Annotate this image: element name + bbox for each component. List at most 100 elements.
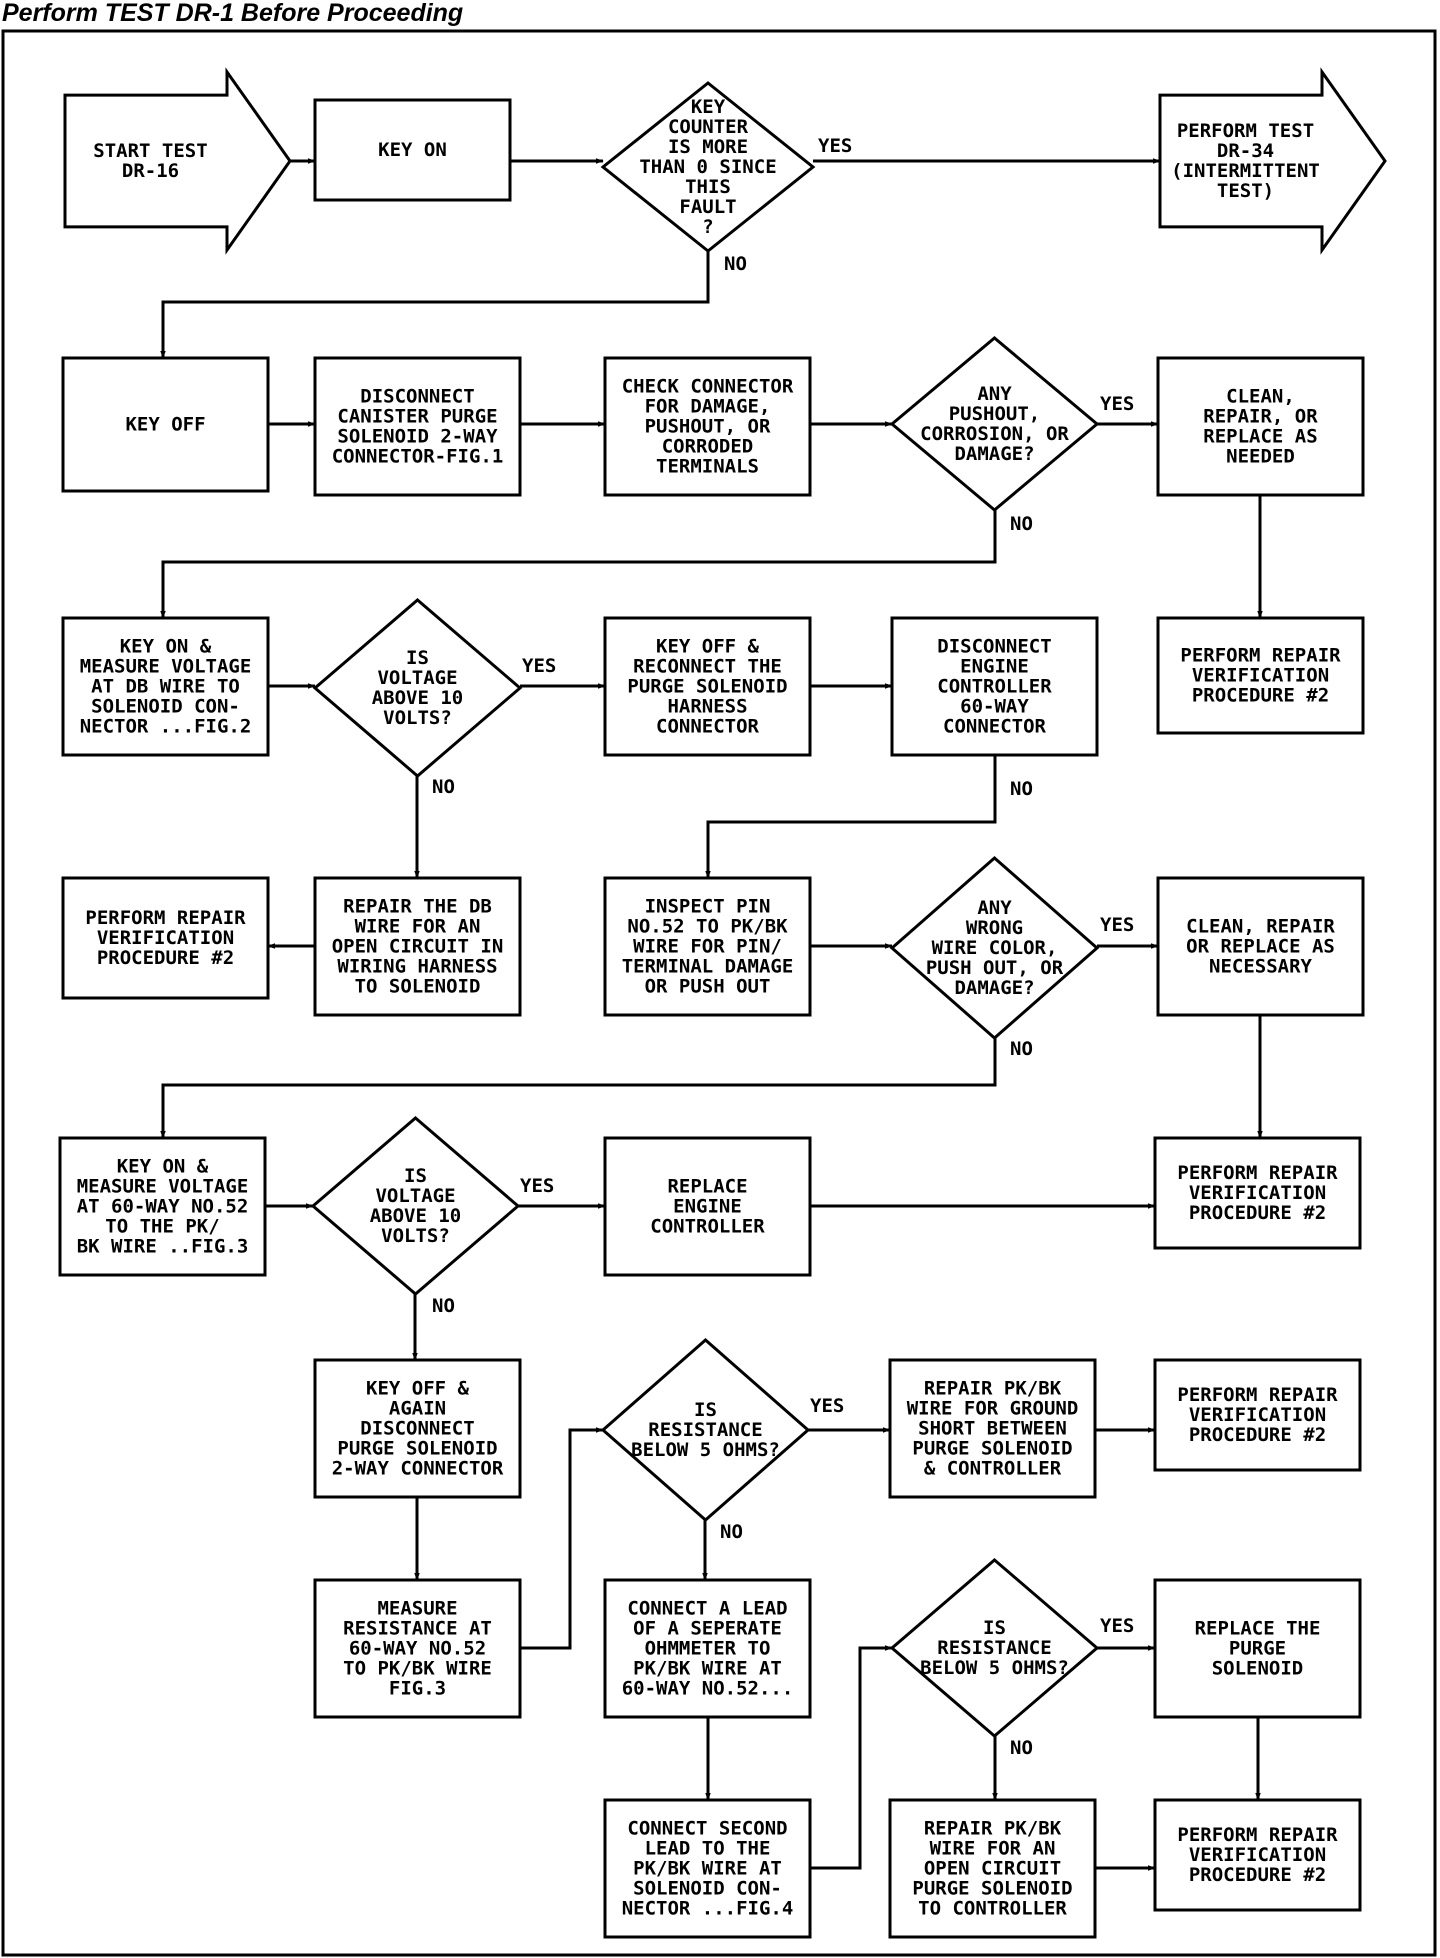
- node-text-check_connector: PUSHOUT, OR: [645, 416, 771, 438]
- node-text-start: DR-16: [122, 160, 179, 182]
- connector-arrow: [160, 1038, 997, 1139]
- decision-diamond-d_resist_1: [600, 1338, 811, 1522]
- branch-label-yes: YES: [818, 135, 852, 157]
- node-text-start: START TEST: [93, 140, 207, 162]
- branch-label-no: NO: [432, 1295, 455, 1317]
- node-text-d_key_counter: IS MORE: [668, 136, 748, 158]
- node-text-check_connector: CHECK CONNECTOR: [622, 376, 794, 398]
- node-text-connect_second: LEAD TO THE: [645, 1838, 771, 1860]
- node-text-measure_60way: BK WIRE ..FIG.3: [77, 1236, 249, 1258]
- node-text-disconnect_ecm: DISCONNECT: [937, 636, 1051, 658]
- node-text-replace_solenoid: SOLENOID: [1212, 1658, 1304, 1680]
- node-text-key_off_again: PURGE SOLENOID: [337, 1438, 497, 1460]
- connector-arrow: [705, 755, 997, 879]
- node-text-d_pushout: PUSHOUT,: [949, 403, 1041, 425]
- node-text-measure_resist: 60-WAY NO.52: [349, 1638, 486, 1660]
- node-text-perform_dr34: TEST): [1217, 180, 1274, 202]
- node-text-repair_open: REPAIR PK/BK: [924, 1818, 1062, 1840]
- node-text-repair_db: WIRE FOR AN: [355, 916, 481, 938]
- process-box-disconnect_ecm: [890, 616, 1099, 757]
- process-box-key_off_again: [313, 1358, 522, 1499]
- branch-label-yes: YES: [520, 1175, 554, 1197]
- node-text-clean_2: CLEAN, REPAIR: [1186, 916, 1335, 938]
- branch-label-yes: YES: [1100, 914, 1134, 936]
- node-text-connect_second: PK/BK WIRE AT: [633, 1858, 782, 1880]
- node-text-verify_2: PERFORM REPAIR: [85, 907, 246, 929]
- node-text-d_resist_2: BELOW 5 OHMS?: [920, 1657, 1069, 1679]
- node-text-d_pushout: DAMAGE?: [954, 443, 1034, 465]
- node-text-measure_db: AT DB WIRE TO: [91, 676, 240, 698]
- process-box-measure_db: [61, 616, 270, 757]
- node-text-replace_solenoid: REPLACE THE: [1195, 1618, 1321, 1640]
- node-text-measure_db: MEASURE VOLTAGE: [80, 656, 252, 678]
- connector-arrow: [160, 510, 997, 619]
- node-text-reconnect: KEY OFF &: [656, 636, 760, 658]
- node-text-disconnect_solenoid: CONNECTOR-FIG.1: [332, 446, 504, 468]
- node-text-verify_4: VERIFICATION: [1189, 1404, 1326, 1426]
- node-text-replace_ecm: CONTROLLER: [650, 1216, 765, 1238]
- node-text-measure_db: NECTOR ...FIG.2: [80, 716, 252, 738]
- node-text-d_wrong_wire: PUSH OUT, OR: [926, 957, 1064, 979]
- node-text-disconnect_ecm: 60-WAY: [960, 696, 1029, 718]
- node-text-d_pushout: CORROSION, OR: [920, 423, 1069, 445]
- node-text-inspect_pin: TERMINAL DAMAGE: [622, 956, 794, 978]
- node-text-replace_ecm: ENGINE: [673, 1196, 742, 1218]
- process-box-verify_1: [1156, 616, 1365, 735]
- node-text-repair_open: OPEN CIRCUIT: [924, 1858, 1061, 1880]
- node-text-key_off_again: 2-WAY CONNECTOR: [332, 1458, 504, 1480]
- node-text-d_key_counter: COUNTER: [668, 116, 749, 138]
- process-box-disconnect_solenoid: [313, 356, 522, 497]
- node-text-repair_open: WIRE FOR AN: [930, 1838, 1056, 1860]
- node-text-verify_5: VERIFICATION: [1189, 1844, 1326, 1866]
- process-box-clean_2: [1156, 876, 1365, 1017]
- node-text-d_resist_1: BELOW 5 OHMS?: [631, 1439, 780, 1461]
- node-text-verify_4: PROCEDURE #2: [1189, 1424, 1326, 1446]
- node-text-d_key_counter: ?: [702, 216, 713, 238]
- node-text-connect_lead: PK/BK WIRE AT: [633, 1658, 782, 1680]
- node-text-replace_solenoid: PURGE: [1229, 1638, 1286, 1660]
- node-text-verify_2: VERIFICATION: [97, 927, 234, 949]
- branch-label-yes: YES: [1100, 1615, 1134, 1637]
- node-text-reconnect: CONNECTOR: [656, 716, 760, 738]
- node-text-d_wrong_wire: DAMAGE?: [954, 977, 1034, 999]
- node-text-d_resist_1: RESISTANCE: [648, 1419, 762, 1441]
- node-text-repair_ground: REPAIR PK/BK: [924, 1378, 1062, 1400]
- branch-label-no: NO: [1010, 778, 1033, 800]
- decision-diamond-d_resist_2: [889, 1558, 1100, 1738]
- connector-layer: [160, 158, 1263, 1871]
- connector-arrow: [160, 251, 710, 359]
- node-text-inspect_pin: OR PUSH OUT: [645, 976, 771, 998]
- process-box-repair_open: [888, 1798, 1097, 1939]
- node-text-inspect_pin: INSPECT PIN: [645, 896, 771, 918]
- node-text-key_off_1: KEY OFF: [125, 414, 205, 436]
- node-text-d_wrong_wire: WIRE COLOR,: [932, 937, 1058, 959]
- node-text-perform_dr34: (INTERMITTENT: [1171, 160, 1320, 182]
- node-text-d_voltage_2: VOLTS?: [381, 1225, 450, 1247]
- node-text-d_resist_2: RESISTANCE: [937, 1637, 1051, 1659]
- node-text-verify_1: PROCEDURE #2: [1192, 685, 1329, 707]
- node-text-disconnect_ecm: CONTROLLER: [937, 676, 1052, 698]
- node-text-repair_db: TO SOLENOID: [355, 976, 481, 998]
- node-text-clean_2: OR REPLACE AS: [1186, 936, 1335, 958]
- node-text-disconnect_solenoid: SOLENOID 2-WAY: [337, 426, 498, 448]
- node-text-repair_ground: PURGE SOLENOID: [912, 1438, 1072, 1460]
- node-text-d_key_counter: THAN 0 SINCE: [639, 156, 776, 178]
- process-box-verify_5: [1153, 1798, 1362, 1912]
- node-text-verify_5: PERFORM REPAIR: [1177, 1824, 1338, 1846]
- process-box-connect_lead: [603, 1578, 812, 1719]
- node-text-d_voltage_2: VOLTAGE: [375, 1185, 455, 1207]
- node-text-measure_resist: TO PK/BK WIRE: [343, 1658, 492, 1680]
- node-text-check_connector: TERMINALS: [656, 456, 759, 478]
- node-text-connect_second: CONNECT SECOND: [627, 1818, 787, 1840]
- branch-label-no: NO: [432, 776, 455, 798]
- process-box-measure_resist: [313, 1578, 522, 1719]
- node-text-connect_lead: 60-WAY NO.52...: [622, 1678, 794, 1700]
- node-text-key_off_again: DISCONNECT: [360, 1418, 474, 1440]
- node-text-clean_1: REPLACE AS: [1203, 426, 1317, 448]
- process-box-key_on_1: [313, 98, 512, 202]
- process-box-key_off_1: [61, 356, 270, 493]
- process-box-measure_60way: [58, 1136, 267, 1277]
- process-box-replace_ecm: [603, 1136, 812, 1277]
- node-text-clean_1: REPAIR, OR: [1203, 406, 1318, 428]
